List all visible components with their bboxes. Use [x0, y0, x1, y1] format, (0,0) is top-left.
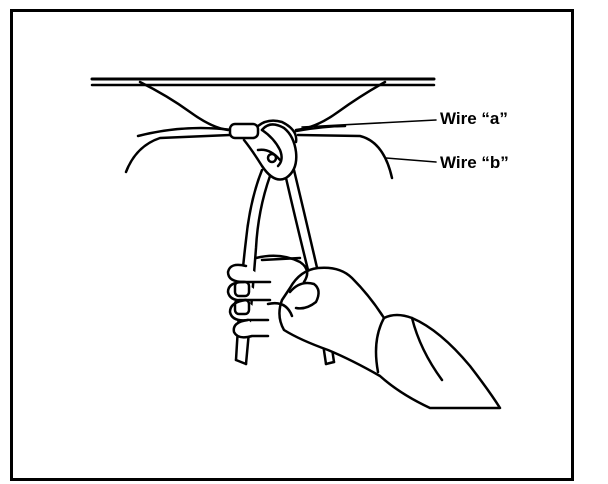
wire-b-label: Wire “b”	[440, 153, 509, 172]
wire-a	[136, 119, 437, 138]
wire-b	[124, 133, 437, 180]
figure-frame	[10, 9, 574, 481]
wire-a-label: Wire “a”	[440, 109, 508, 128]
gloved-hand-icon	[226, 254, 502, 410]
wire-clip	[228, 119, 298, 144]
